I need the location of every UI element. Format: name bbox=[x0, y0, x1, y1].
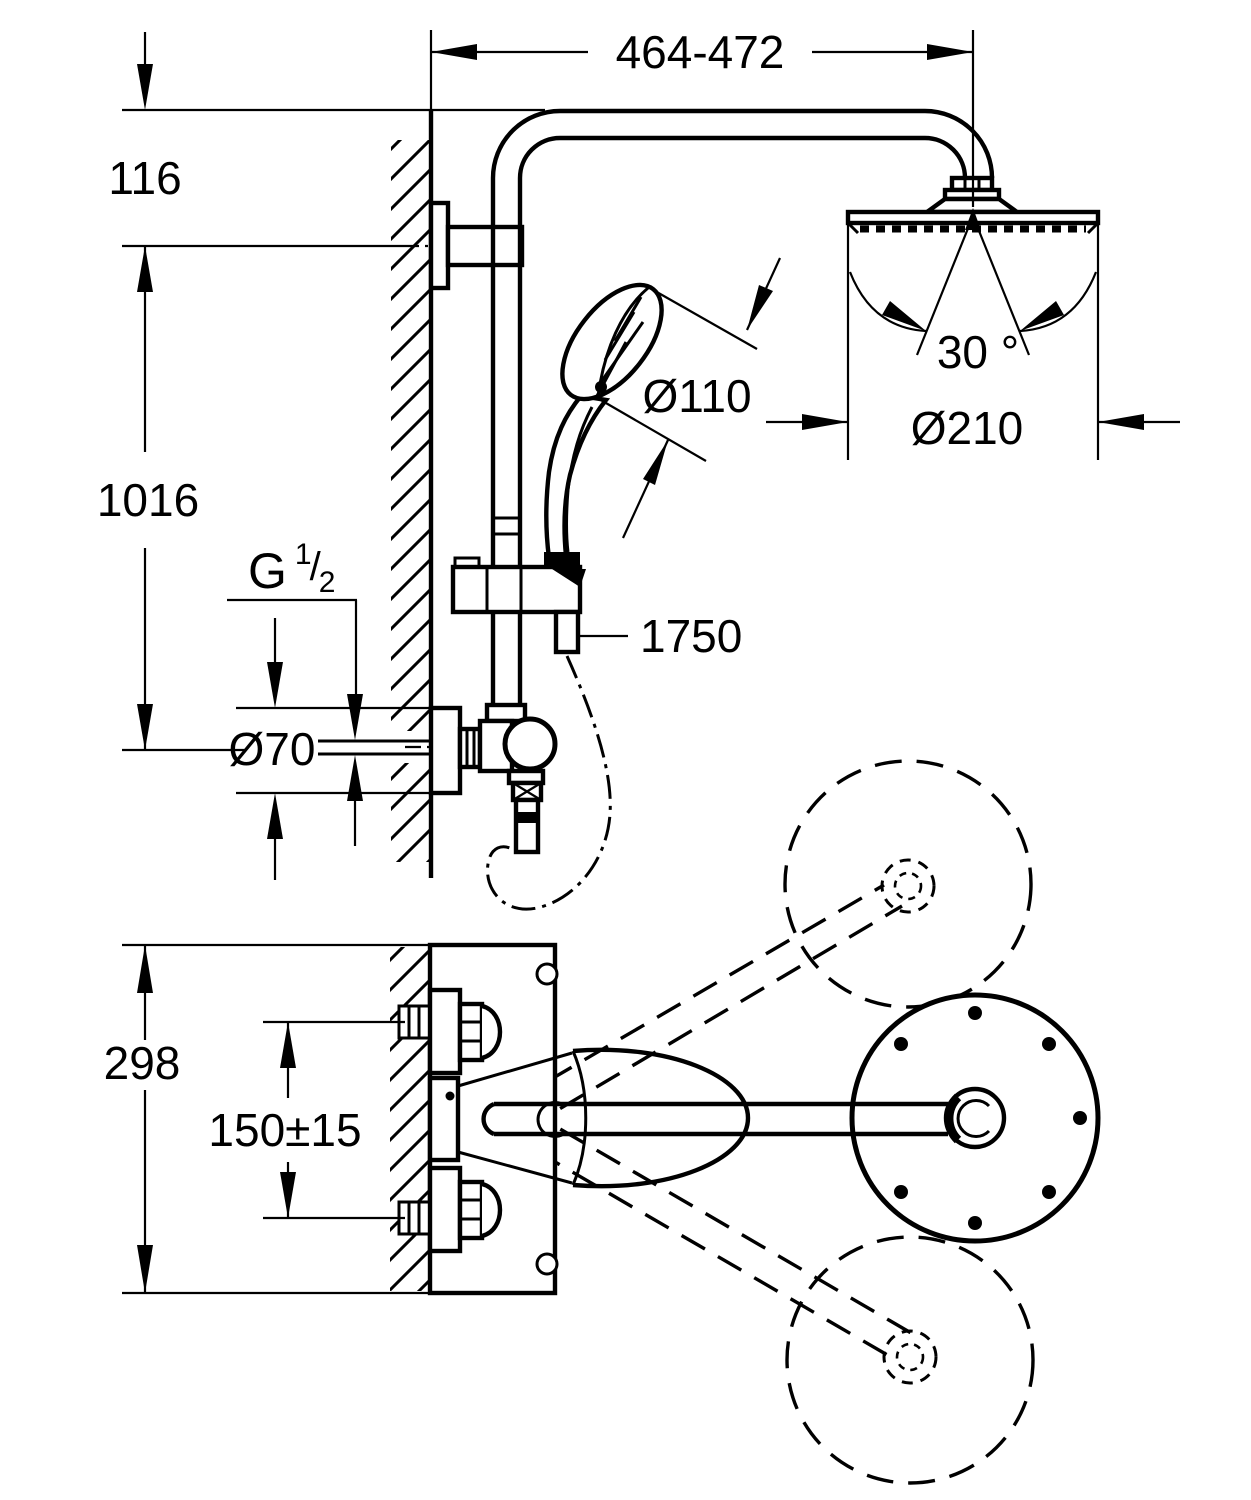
thermostat-valve bbox=[318, 702, 558, 855]
shower-arm-plan bbox=[457, 1047, 948, 1189]
shower-hose bbox=[486, 655, 612, 911]
dim-headshower-dia: Ø210 bbox=[911, 402, 1024, 454]
mounting-plate bbox=[397, 942, 559, 1296]
slider-holder bbox=[450, 556, 586, 655]
front-view: 116 1016 464-472 30 ° Ø210 Ø110 1750 Ø70… bbox=[97, 26, 1180, 911]
wall-section-front bbox=[389, 110, 434, 878]
dim-plate-height: 298 bbox=[104, 1037, 181, 1089]
dim-hose-length: 1750 bbox=[640, 610, 742, 662]
plan-dimension-lines bbox=[137, 945, 405, 1293]
dim-head-angle: 30 ° bbox=[937, 326, 1019, 378]
swivel-position-lower bbox=[499, 1106, 1035, 1485]
dim-top-width: 464-472 bbox=[616, 26, 785, 78]
thread-main: G bbox=[248, 543, 287, 599]
plan-view: 298 150±15 bbox=[104, 759, 1101, 1485]
wall-bracket bbox=[428, 200, 525, 291]
dim-supply-distance: 150±15 bbox=[208, 1104, 361, 1156]
thread-sup: 1 bbox=[295, 538, 312, 571]
hand-shower bbox=[544, 282, 664, 566]
dim-handshower-dia: Ø110 bbox=[642, 370, 751, 422]
thread-slash: / bbox=[310, 545, 322, 589]
swivel-position-upper bbox=[511, 759, 1033, 1132]
arm-hub bbox=[943, 1086, 1007, 1150]
shower-pipe-and-rail bbox=[490, 108, 995, 706]
dim-rail-height: 1016 bbox=[97, 474, 199, 526]
front-dimension-lines bbox=[122, 30, 1180, 880]
wall-section-plan bbox=[390, 947, 430, 1291]
dim-wall-to-bracket: 116 bbox=[108, 152, 181, 204]
dim-escutcheon-dia: Ø70 bbox=[229, 723, 316, 775]
thread-sub: 2 bbox=[319, 566, 336, 599]
